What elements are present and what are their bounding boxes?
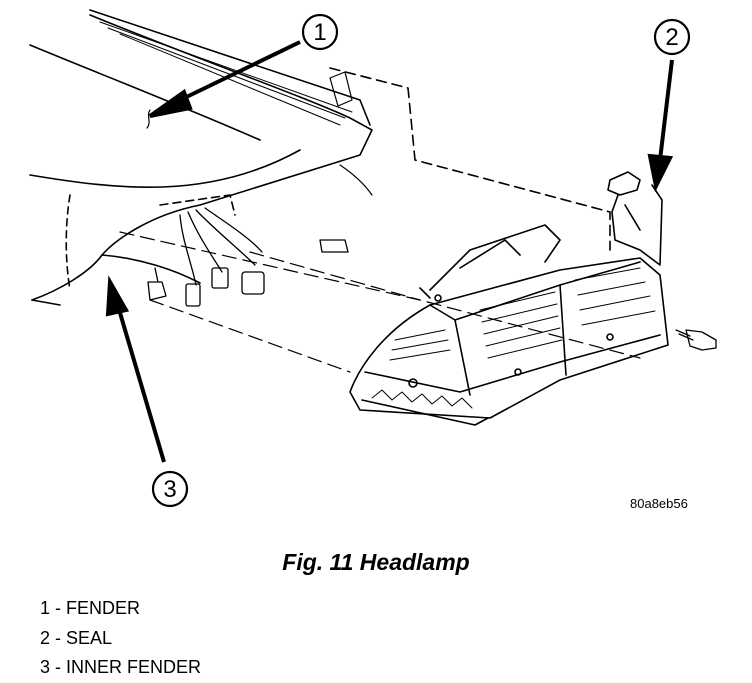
callout-2: 2 <box>653 18 691 56</box>
callout-3-number: 3 <box>163 476 176 503</box>
wiring-harness-drawing <box>147 207 349 307</box>
legend-item-fender: 1 - FENDER <box>40 598 141 618</box>
arrow-3-head <box>105 275 130 317</box>
inner-fender-drawing <box>119 67 641 373</box>
leader-arrows <box>105 40 674 463</box>
image-code: 80a8eb56 <box>630 496 688 511</box>
arrow-1-head <box>148 88 193 118</box>
legend-item-inner-fender: 3 - INNER FENDER <box>40 657 202 677</box>
callout-2-number: 2 <box>665 24 678 51</box>
arrow-2-head <box>647 153 674 193</box>
seal-drawing <box>607 171 663 266</box>
arrow-2-shaft <box>658 59 674 161</box>
arrow-3-shaft <box>116 305 166 463</box>
fender-drawing <box>29 9 373 306</box>
callout-1-number: 1 <box>313 19 326 46</box>
legend-list: 1 - FENDER 2 - SEAL 3 - INNER FENDER <box>40 594 201 683</box>
callout-1: 1 <box>301 13 339 51</box>
arrow-1-shaft <box>171 40 301 106</box>
legend-item-seal: 2 - SEAL <box>40 627 113 648</box>
callout-3: 3 <box>151 470 189 508</box>
bolt-drawing <box>675 329 717 351</box>
headlamp-assembly-drawing <box>349 224 669 426</box>
headlamp-exploded-diagram: 1 2 3 <box>29 9 717 508</box>
figure-caption: Fig. 11 Headlamp <box>282 549 470 575</box>
